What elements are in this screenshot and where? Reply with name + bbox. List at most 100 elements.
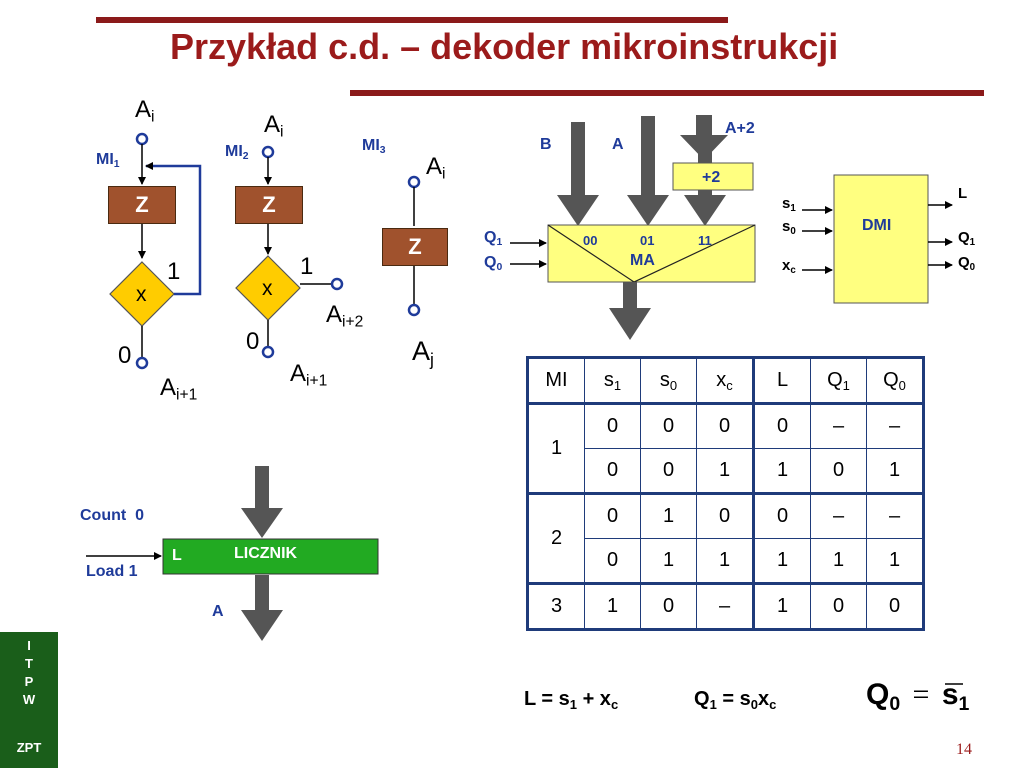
mi1-z-box: Z xyxy=(108,186,176,224)
table-header-xc: xc xyxy=(696,357,755,404)
table-cell: 1 xyxy=(866,448,924,494)
dmi-xc-label: xc xyxy=(782,257,796,276)
counter-count-label: Count 0 xyxy=(80,507,144,524)
table-cell: 0 xyxy=(753,492,811,539)
ma-a-label: A xyxy=(612,136,624,153)
mi2-zero-target-label: Ai+1 xyxy=(290,360,328,390)
ma-plus2-label: +2 xyxy=(702,169,721,186)
table-cell: 1 xyxy=(753,582,811,630)
table-cell: 1 xyxy=(753,448,811,494)
ma-q0-label: Q0 xyxy=(484,254,503,274)
mi3-bottom-label: Aj xyxy=(412,336,434,370)
mi2-zero-label: 0 xyxy=(246,328,260,355)
table-cell: 0 xyxy=(640,402,697,449)
table-cell: 0 xyxy=(810,448,867,494)
mi1-top-label: Ai xyxy=(135,96,155,126)
table-cell: 0 xyxy=(584,492,641,539)
table-cell: – xyxy=(866,402,924,449)
ma-a2-label: A+2 xyxy=(725,120,755,137)
table-row: 0 0 1 1 0 1 xyxy=(528,448,924,494)
mi3-label: MI3 xyxy=(362,137,386,157)
dmi-s1-label: s1 xyxy=(782,195,796,214)
table-cell: – xyxy=(810,402,867,449)
table-cell: 0 xyxy=(584,402,641,449)
table-cell: 1 xyxy=(640,492,697,539)
sidebar-letter: I xyxy=(27,638,31,653)
equation-q0: Q0 = s1 xyxy=(866,678,970,715)
counter-block xyxy=(86,466,379,641)
dmi-block xyxy=(802,174,953,304)
truth-table: MI s1 s0 xc L Q1 Q0 1 0 0 0 0 – – 0 0 1 … xyxy=(526,356,925,631)
dmi-name-label: DMI xyxy=(862,217,892,234)
table-cell: 1 xyxy=(810,538,867,584)
mi1-cond-label: x xyxy=(136,283,147,306)
page-title: Przykład c.d. – dekoder mikroinstrukcji xyxy=(170,26,839,67)
mi2-one-label: 1 xyxy=(300,253,314,280)
mi1-bottom-label: Ai+1 xyxy=(160,374,198,404)
table-cell: 1 xyxy=(753,538,811,584)
table-cell: – xyxy=(866,492,924,539)
table-cell: – xyxy=(810,492,867,539)
mi2-label: MI2 xyxy=(225,143,249,163)
table-mi-cell: 1 xyxy=(527,402,585,494)
dmi-s0-label: s0 xyxy=(782,218,796,237)
dmi-l-label: L xyxy=(958,185,968,202)
table-header-l: L xyxy=(753,357,811,404)
counter-load-label: Load 1 xyxy=(86,563,138,580)
mi1-one-label: 1 xyxy=(167,258,181,285)
counter-a-label: A xyxy=(212,603,224,620)
table-row: 2 0 1 0 0 – – xyxy=(527,492,924,584)
mi3-z-box: Z xyxy=(382,228,448,266)
dmi-q1-label: Q1 xyxy=(958,229,976,248)
mi3-top-label: Ai xyxy=(426,153,446,183)
table-cell: 1 xyxy=(584,582,641,630)
mi1-zero-label: 0 xyxy=(118,342,132,369)
sidebar-letter: T xyxy=(25,656,33,671)
mi2-top-label: Ai xyxy=(264,111,284,141)
table-row: 3 1 0 – 1 0 0 xyxy=(527,582,924,630)
ma-code-11: 11 xyxy=(698,233,712,248)
mi2-one-target-label: Ai+2 xyxy=(326,301,364,331)
sidebar-letter: W xyxy=(22,692,36,707)
mi1-label: MI1 xyxy=(96,151,120,171)
table-mi-cell: 2 xyxy=(527,492,585,584)
table-header-q0: Q0 xyxy=(866,357,924,404)
mi2-cond-label: x xyxy=(262,277,273,300)
table-mi-cell: 3 xyxy=(527,582,585,630)
counter-name-label: LICZNIK xyxy=(234,545,298,562)
sidebar-letter: P xyxy=(24,674,34,689)
ma-code-00: 00 xyxy=(583,233,598,248)
table-cell: 1 xyxy=(696,538,755,584)
page-number: 14 xyxy=(956,741,972,758)
mi2-flowchart xyxy=(235,145,344,359)
ma-multiplexer xyxy=(510,115,756,340)
table-row: 0 1 1 1 1 1 xyxy=(528,538,924,584)
ma-code-01: 01 xyxy=(640,233,655,248)
table-cell: 1 xyxy=(866,538,924,584)
table-cell: 0 xyxy=(753,402,811,449)
table-cell: 1 xyxy=(640,538,697,584)
ma-b-label: B xyxy=(540,136,552,153)
table-cell: 0 xyxy=(640,448,697,494)
table-cell: 0 xyxy=(584,538,641,584)
table-cell: 0 xyxy=(584,448,641,494)
table-cell: 0 xyxy=(866,582,924,630)
equation-l: L = s1 + xc xyxy=(524,688,619,712)
table-header-s1: s1 xyxy=(584,357,641,404)
table-cell: 0 xyxy=(810,582,867,630)
table-header-q1: Q1 xyxy=(810,357,867,404)
table-cell: 0 xyxy=(640,582,697,630)
mi3-flowchart xyxy=(407,175,421,317)
table-header-s0: s0 xyxy=(640,357,697,404)
ma-name-label: MA xyxy=(630,252,655,269)
dmi-q0-label: Q0 xyxy=(958,254,976,273)
title-bar-bottom xyxy=(350,90,984,96)
left-sidebar: I T P W ZPT xyxy=(0,632,58,768)
ma-q1-label: Q1 xyxy=(484,229,503,249)
table-cell: 0 xyxy=(696,492,755,539)
table-header-mi: MI xyxy=(527,357,585,404)
table-cell: – xyxy=(696,582,755,630)
mi2-z-box: Z xyxy=(235,186,303,224)
equation-q1: Q1 = s0xc xyxy=(694,688,777,712)
